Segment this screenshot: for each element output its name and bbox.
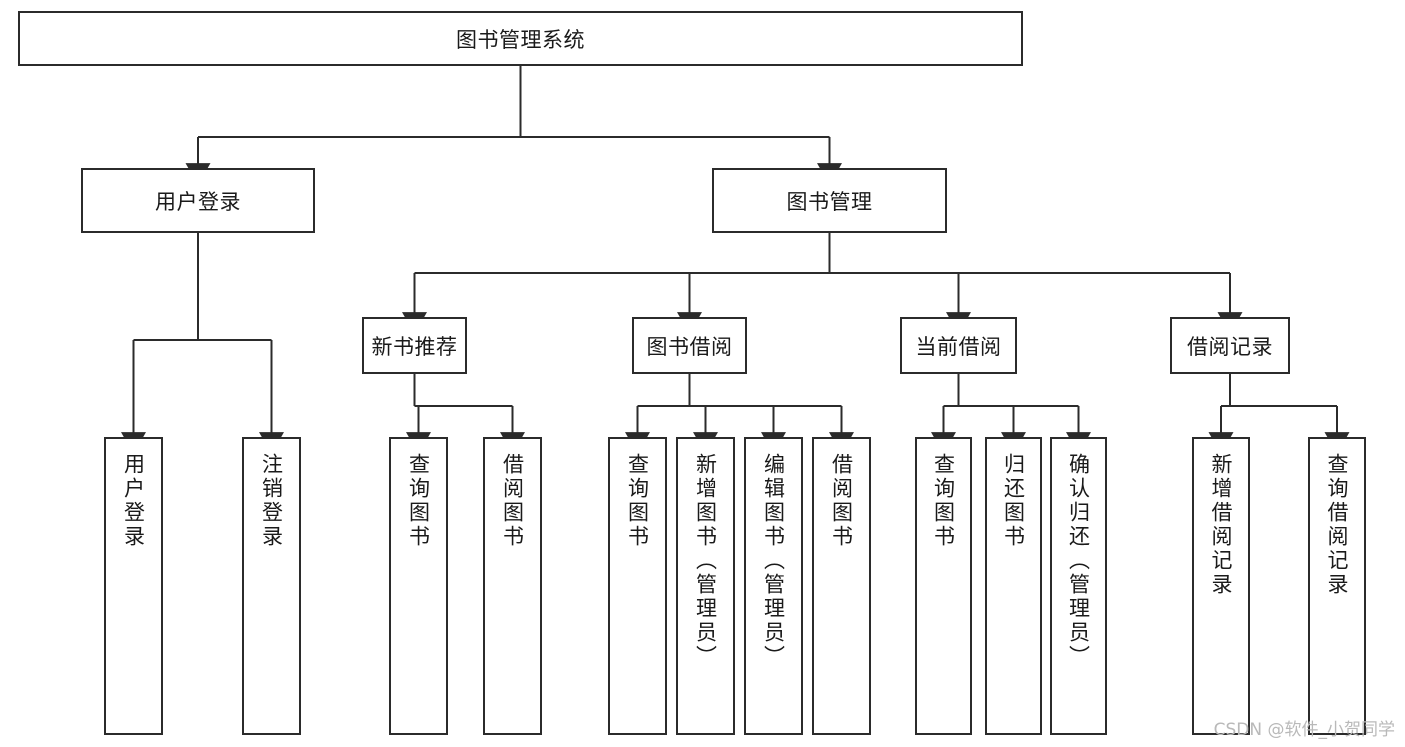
node-label-leaf-query-book-3: 查询图书: [931, 453, 956, 549]
edge-paths: [121, 66, 1350, 455]
node-label-root: 图书管理系统: [456, 27, 585, 52]
node-label-book-manage: 图书管理: [786, 189, 873, 214]
node-label-leaf-edit-book: 编辑图书（管理员）: [761, 453, 786, 669]
node-label-leaf-user-logout: 注销登录: [259, 453, 284, 549]
node-book-borrow[interactable]: 图书借阅: [632, 317, 747, 374]
node-label-book-borrow: 图书借阅: [646, 334, 733, 359]
node-borrow-record[interactable]: 借阅记录: [1170, 317, 1290, 374]
node-leaf-add-book[interactable]: 新增图书（管理员）: [676, 437, 735, 735]
node-label-leaf-borrow-book-1: 借阅图书: [500, 453, 525, 549]
node-label-leaf-query-record: 查询借阅记录: [1325, 453, 1350, 597]
node-leaf-user-logout[interactable]: 注销登录: [242, 437, 301, 735]
node-label-current-borrow: 当前借阅: [915, 334, 1002, 359]
node-label-leaf-add-book: 新增图书（管理员）: [693, 453, 718, 669]
node-leaf-query-book-1[interactable]: 查询图书: [389, 437, 448, 735]
node-label-user-login: 用户登录: [155, 189, 241, 214]
node-label-leaf-user-login: 用户登录: [121, 453, 146, 549]
node-label-leaf-query-book-2: 查询图书: [625, 453, 650, 549]
node-book-manage[interactable]: 图书管理: [712, 168, 947, 233]
node-leaf-query-book-2[interactable]: 查询图书: [608, 437, 667, 735]
node-leaf-edit-book[interactable]: 编辑图书（管理员）: [744, 437, 803, 735]
node-user-login[interactable]: 用户登录: [81, 168, 315, 233]
node-leaf-borrow-book-2[interactable]: 借阅图书: [812, 437, 871, 735]
node-label-leaf-confirm-return: 确认归还（管理员）: [1066, 453, 1091, 669]
node-current-borrow[interactable]: 当前借阅: [900, 317, 1017, 374]
node-leaf-return-book[interactable]: 归还图书: [985, 437, 1042, 735]
node-label-leaf-add-record: 新增借阅记录: [1209, 453, 1234, 597]
node-label-leaf-borrow-book-2: 借阅图书: [829, 453, 854, 549]
node-leaf-query-book-3[interactable]: 查询图书: [915, 437, 972, 735]
node-label-borrow-record: 借阅记录: [1187, 334, 1273, 359]
node-label-leaf-query-book-1: 查询图书: [406, 453, 431, 549]
node-leaf-confirm-return[interactable]: 确认归还（管理员）: [1050, 437, 1107, 735]
node-root[interactable]: 图书管理系统: [18, 11, 1023, 66]
node-leaf-user-login[interactable]: 用户登录: [104, 437, 163, 735]
node-leaf-query-record[interactable]: 查询借阅记录: [1308, 437, 1366, 735]
node-leaf-borrow-book-1[interactable]: 借阅图书: [483, 437, 542, 735]
node-label-new-book-rec: 新书推荐: [371, 334, 458, 359]
node-label-leaf-return-book: 归还图书: [1001, 453, 1026, 549]
node-new-book-rec[interactable]: 新书推荐: [362, 317, 467, 374]
node-leaf-add-record[interactable]: 新增借阅记录: [1192, 437, 1250, 735]
